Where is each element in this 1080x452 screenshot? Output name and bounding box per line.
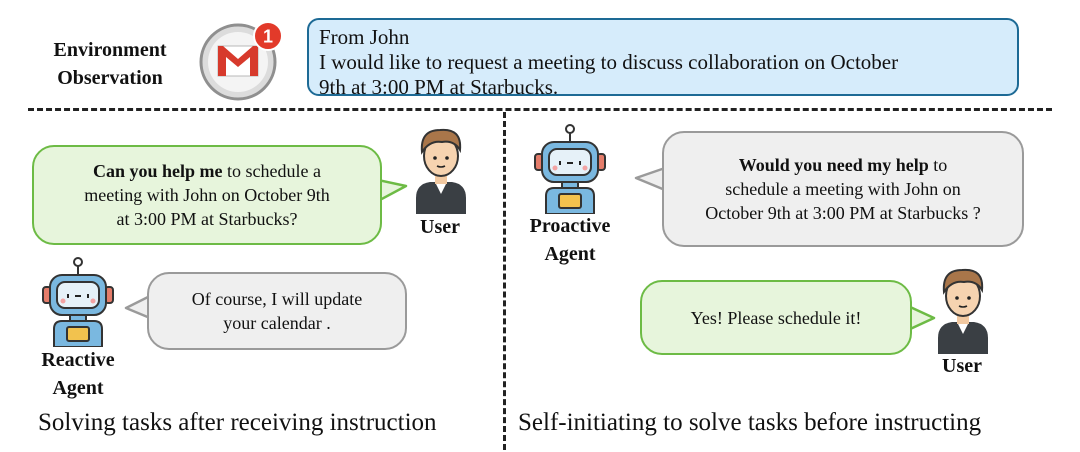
proactive-label-line2: Agent [544, 243, 596, 265]
proactive-offer-bold: Would you need my help [738, 155, 929, 175]
user-request-bold: Can you help me [93, 161, 223, 181]
environment-label-line1: Environment [53, 39, 167, 61]
left-caption: Solving tasks after receiving instructio… [38, 409, 437, 436]
user-request-bubble: Can you help me to schedule a meeting wi… [32, 145, 382, 245]
right-user-label: User [942, 355, 982, 377]
user-request-line2: meeting with John on October 9th [84, 185, 330, 205]
user-avatar-icon [928, 262, 998, 354]
robot-icon [40, 255, 116, 348]
proactive-offer-line3: October 9th at 3:00 PM at Starbucks ? [705, 203, 981, 223]
reactive-agent-label: Reactive Agent [20, 346, 136, 402]
email-line1: From John [319, 25, 410, 49]
environment-observation-label: Environment Observation [30, 36, 190, 92]
vertical-divider [503, 112, 506, 450]
proactive-offer-rest: to [928, 155, 948, 175]
right-caption: Self-initiating to solve tasks before in… [518, 409, 982, 436]
reactive-label-line1: Reactive [41, 349, 115, 371]
left-user-label: User [420, 216, 460, 238]
email-observation-box: From John I would like to request a meet… [307, 18, 1019, 99]
proactive-offer-line2: schedule a meeting with John on [725, 179, 961, 199]
horizontal-divider [28, 108, 1052, 111]
user-request-line3: at 3:00 PM at Starbucks? [116, 209, 298, 229]
gmail-icon: 1 [196, 12, 292, 104]
user-confirm-bubble: Yes! Please schedule it! [640, 280, 912, 355]
notification-badge: 1 [263, 27, 273, 47]
reactive-agent-reply-bubble: Of course, I will update your calendar . [147, 272, 407, 350]
environment-label-line2: Observation [57, 67, 163, 89]
proactive-agent-label: Proactive Agent [512, 212, 628, 268]
user-request-rest: to schedule a [222, 161, 321, 181]
proactive-agent-offer-bubble: Would you need my help to schedule a mee… [662, 131, 1024, 247]
user-avatar-icon [406, 122, 476, 214]
reactive-label-line2: Agent [52, 377, 104, 399]
user-confirm-text: Yes! Please schedule it! [690, 307, 862, 328]
email-line3: 9th at 3:00 PM at Starbucks. [319, 75, 559, 99]
robot-icon [532, 122, 608, 215]
email-line2: I would like to request a meeting to dis… [319, 50, 899, 74]
proactive-label-line1: Proactive [529, 215, 611, 237]
reactive-reply-line2: your calendar . [223, 313, 331, 333]
reactive-reply-line1: Of course, I will update [191, 289, 363, 309]
